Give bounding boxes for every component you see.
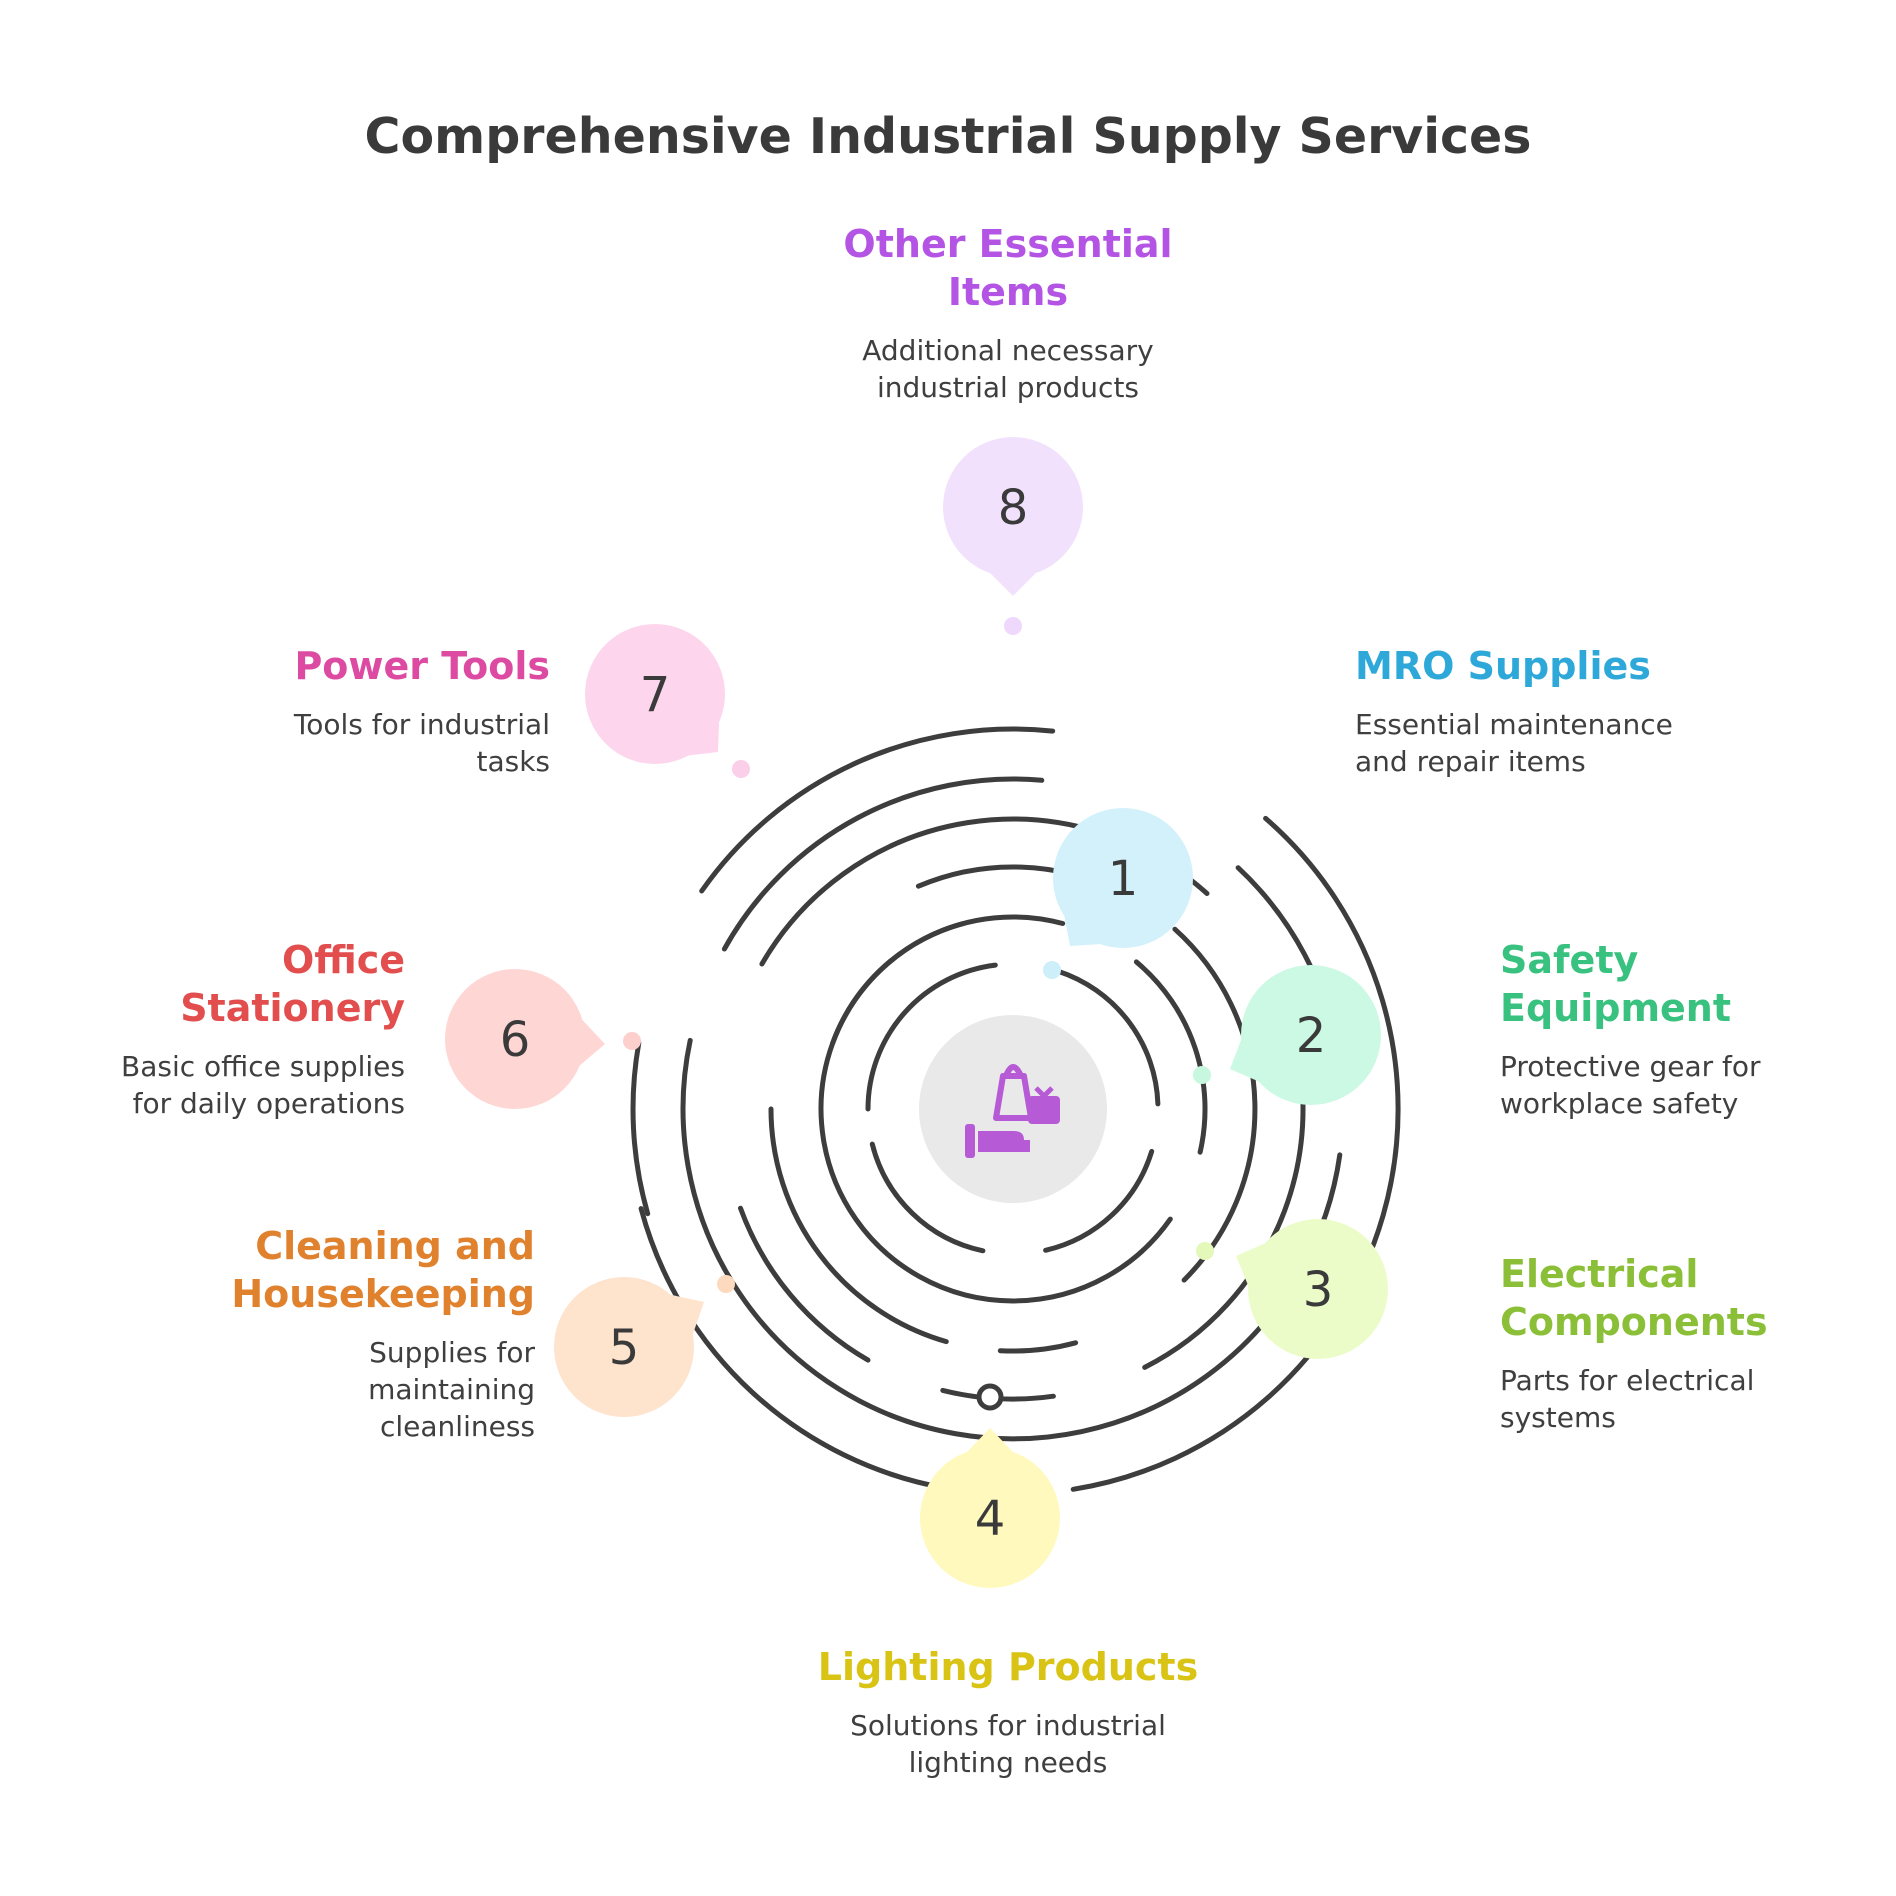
item-description: Additional necessary industrial products [862, 334, 1154, 404]
item-title: Safety Equipment [1500, 938, 1732, 1030]
item-number: 5 [609, 1320, 640, 1376]
diagram-title: Comprehensive Industrial Supply Services [364, 108, 1532, 165]
bubble-tail [967, 1428, 1013, 1452]
item-marker-1: 1 [1043, 808, 1193, 979]
bubble-tail [579, 1020, 605, 1066]
connector-dot [1193, 1066, 1211, 1084]
item-marker-8: 8 [943, 437, 1083, 635]
connector-dot [1196, 1242, 1214, 1260]
connector-dot [732, 760, 750, 778]
item-description: Supplies for maintaining cleanliness [368, 1336, 535, 1443]
orbit-arc [1070, 815, 1401, 1492]
orbit-arc [997, 1340, 1079, 1354]
item-title: Office Stationery [180, 938, 405, 1030]
number-bubble [1248, 1219, 1388, 1359]
gift-box [1028, 1096, 1060, 1124]
item-description: Essential maintenance and repair items [1355, 708, 1673, 778]
connector-dot [1004, 617, 1022, 635]
item-number: 2 [1296, 1008, 1327, 1064]
item-description: Parts for electrical systems [1500, 1364, 1755, 1434]
item-number: 4 [975, 1491, 1006, 1547]
orbit-arc [865, 962, 998, 1112]
connector-dot [1043, 961, 1061, 979]
supplies-handoff-icon [965, 1064, 1060, 1158]
hand-palm [978, 1131, 1030, 1152]
item-title: Lighting Products [817, 1645, 1199, 1689]
number-bubble [445, 969, 585, 1109]
label-item-5: Cleaning and Housekeeping Supplies for m… [205, 1222, 535, 1445]
item-title: Electrical Components [1500, 1252, 1768, 1344]
item-description: Tools for industrial tasks [293, 708, 550, 778]
item-number: 6 [500, 1012, 531, 1068]
number-bubble [585, 624, 725, 764]
bag-handle [1003, 1064, 1024, 1078]
label-item-7: Power Tools Tools for industrial tasks [230, 642, 550, 780]
orbit-arc [630, 1040, 651, 1217]
label-item-8: Other Essential Items Additional necessa… [808, 220, 1208, 406]
label-item-4: Lighting Products Solutions for industri… [778, 1643, 1238, 1781]
item-marker-2: 2 [1193, 965, 1381, 1105]
label-item-2: Safety Equipment Protective gear for wor… [1500, 936, 1800, 1122]
item-number: 7 [640, 667, 671, 723]
item-marker-4: 4 [920, 1383, 1060, 1588]
item-marker-5: 5 [554, 1275, 735, 1417]
orbit-arc [1172, 926, 1258, 1283]
number-bubble [920, 1448, 1060, 1588]
item-marker-7: 7 [585, 624, 750, 778]
orbit-arc [768, 1106, 949, 1345]
item-title: Power Tools [294, 644, 550, 688]
orbit-arc [1055, 968, 1161, 1107]
number-bubble [943, 437, 1083, 577]
connector-dot [623, 1032, 641, 1050]
orbit-arc [818, 921, 1173, 1304]
number-bubble [1053, 808, 1193, 948]
item-title: Other Essential Items [843, 222, 1173, 314]
item-title: MRO Supplies [1355, 644, 1651, 688]
item-marker-3: 3 [1196, 1219, 1388, 1359]
item-title: Cleaning and Housekeeping [231, 1224, 535, 1316]
item-number: 1 [1108, 851, 1139, 907]
item-description: Solutions for industrial lighting needs [850, 1709, 1166, 1779]
item-number: 3 [1303, 1262, 1334, 1318]
number-bubble [554, 1277, 694, 1417]
orbit-arc [638, 1206, 949, 1491]
orbit-arc [1133, 959, 1208, 1155]
gift-bow [1034, 1086, 1054, 1100]
orbit-arc [738, 1205, 871, 1363]
orbit-arc [721, 776, 1045, 952]
hand-cuff [965, 1124, 975, 1158]
item-description: Protective gear for workplace safety [1500, 1050, 1761, 1120]
item-number: 8 [998, 480, 1029, 536]
item-markers: 1 2 3 4 5 6 7 8 [445, 437, 1388, 1588]
bubble-tail [990, 573, 1036, 596]
orbit-rings [630, 726, 1401, 1492]
label-item-6: Office Stationery Basic office supplies … [90, 936, 405, 1122]
connector-dot [717, 1275, 735, 1293]
orbit-arc [699, 726, 1056, 894]
label-item-3: Electrical Components Parts for electric… [1500, 1250, 1800, 1436]
center-hub [919, 1015, 1107, 1203]
orbit-arc [869, 1141, 986, 1254]
item-description: Basic office supplies for daily operatio… [120, 1050, 405, 1120]
label-item-1: MRO Supplies Essential maintenance and r… [1355, 642, 1735, 780]
item-marker-6: 6 [445, 969, 641, 1109]
orbit-arc [1043, 1148, 1155, 1253]
connector-dot [976, 1383, 1004, 1411]
number-bubble [1241, 965, 1381, 1105]
